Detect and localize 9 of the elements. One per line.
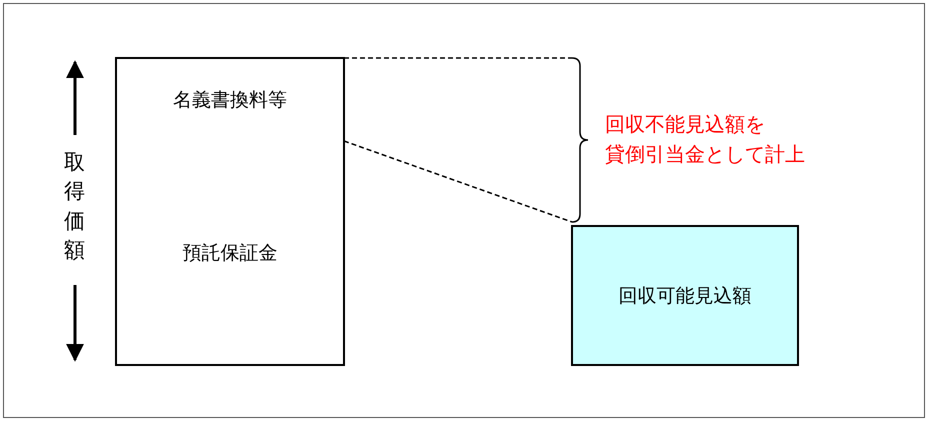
node-label: 名義書換料等 xyxy=(173,88,287,113)
annotation-text: 貸倒引当金として計上 xyxy=(605,141,805,168)
table-cell xyxy=(115,57,345,143)
annotation-text: 回収不能見込額を xyxy=(605,111,765,138)
table-cell xyxy=(115,141,345,366)
node-label: 回収可能見込額 xyxy=(618,284,752,308)
node-label: 預託保証金 xyxy=(182,240,278,266)
process-box xyxy=(571,225,799,366)
axis-label: 取得価額 xyxy=(64,149,85,264)
